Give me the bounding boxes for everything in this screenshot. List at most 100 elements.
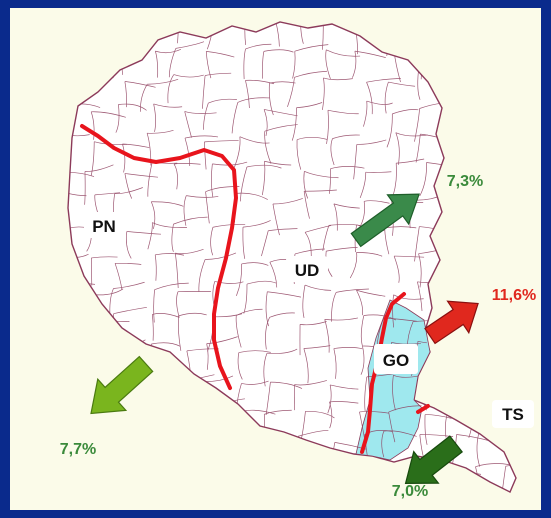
municipal-border-segment xyxy=(233,442,236,469)
municipal-border-segment xyxy=(208,98,237,104)
municipal-border-segment xyxy=(155,253,185,256)
municipal-border-segment xyxy=(68,339,95,342)
municipal-border-segment xyxy=(115,22,123,39)
municipal-border-segment xyxy=(68,46,87,53)
municipal-border-segment xyxy=(183,472,217,479)
municipal-border-segment xyxy=(95,46,126,51)
municipal-border-segment xyxy=(199,381,204,412)
municipal-border-segment xyxy=(150,438,183,443)
municipal-border-segment xyxy=(329,401,333,429)
flow-value-pn: 7,7% xyxy=(60,441,96,458)
municipal-border-segment xyxy=(268,228,298,232)
municipal-border-segment xyxy=(294,248,325,255)
municipal-border-segment xyxy=(303,502,305,510)
municipal-border-segment xyxy=(388,81,416,87)
municipal-border-segment xyxy=(173,163,178,190)
municipal-border-segment xyxy=(420,11,448,12)
municipal-border-segment xyxy=(353,144,358,180)
municipal-border-segment xyxy=(296,136,328,141)
municipal-border-segment xyxy=(206,51,235,58)
municipal-border-segment xyxy=(138,473,146,492)
municipal-border-segment xyxy=(273,13,301,18)
municipal-border-segment xyxy=(118,103,147,111)
municipal-border-segment xyxy=(212,498,246,503)
municipal-border-segment xyxy=(383,430,417,437)
municipal-border-segment xyxy=(153,103,183,108)
municipal-border-segment xyxy=(124,173,159,178)
municipal-border-segment xyxy=(177,315,182,351)
flow-value-go: 11,6% xyxy=(492,287,536,304)
municipal-border-segment xyxy=(455,196,481,202)
municipal-border-segment xyxy=(147,438,151,467)
municipal-border-segment xyxy=(414,226,420,262)
municipal-border-segment xyxy=(267,291,302,298)
municipal-border-segment xyxy=(502,22,505,41)
municipal-border-segment xyxy=(513,252,516,258)
municipal-border-segment xyxy=(61,80,62,105)
municipal-border-segment xyxy=(512,253,516,286)
municipal-border-segment xyxy=(124,81,156,88)
municipal-border-segment xyxy=(246,280,277,285)
municipal-border-segment xyxy=(301,9,329,11)
municipal-border-segment xyxy=(124,173,133,199)
municipal-border-segment xyxy=(303,191,310,219)
municipal-border-segment xyxy=(266,348,298,354)
municipal-border-segment xyxy=(474,221,502,225)
municipal-border-segment xyxy=(353,495,355,510)
municipal-border-segment xyxy=(385,22,389,56)
municipal-border-segment xyxy=(444,42,474,50)
municipal-border-segment xyxy=(245,43,272,50)
municipal-border-segment xyxy=(152,22,180,23)
municipal-border-segment xyxy=(91,111,126,118)
municipal-border-segment xyxy=(113,281,145,289)
municipal-border-segment xyxy=(512,440,516,443)
municipal-border-segment xyxy=(364,200,390,204)
municipal-border-segment xyxy=(448,406,484,412)
municipal-border-segment xyxy=(477,200,505,205)
flow-arrows xyxy=(90,193,479,485)
municipal-border-segment xyxy=(303,345,331,349)
municipal-border-segment xyxy=(329,401,359,404)
municipal-border-segment xyxy=(264,160,292,166)
municipal-border-segment xyxy=(269,261,278,288)
municipal-border-segment xyxy=(115,12,149,19)
municipal-border-segment xyxy=(264,443,292,448)
friuli-map: PN UD GO TS 7,3% 11,6% 7,7% 7,0% xyxy=(58,9,536,510)
municipal-border-segment xyxy=(233,441,261,448)
municipal-border-segment xyxy=(474,22,480,51)
municipal-border-segment xyxy=(384,81,389,114)
municipal-border-segment xyxy=(88,294,94,328)
province-code-ts: TS xyxy=(502,405,524,424)
municipal-border-segment xyxy=(174,438,179,469)
municipal-border-segment xyxy=(61,105,66,133)
municipal-border-segment xyxy=(238,350,271,353)
municipal-border-segment xyxy=(122,143,126,173)
municipal-border-segment xyxy=(205,191,210,224)
municipal-border-segment xyxy=(204,72,232,76)
municipal-border-segment xyxy=(58,257,59,288)
municipal-border-segment xyxy=(272,198,303,205)
municipal-border-segment xyxy=(263,470,295,478)
municipal-border-segment xyxy=(506,382,516,387)
municipal-border-segment xyxy=(156,404,159,432)
municipal-border-segment xyxy=(395,132,400,165)
municipal-border-segment xyxy=(140,84,148,112)
municipal-border-segment xyxy=(515,171,516,174)
municipal-border-segment xyxy=(176,437,211,440)
municipal-border-segment xyxy=(483,253,512,262)
municipal-border-segment xyxy=(268,83,274,116)
municipal-border-segment xyxy=(292,51,296,79)
municipal-border-segment xyxy=(392,375,396,411)
municipal-border-segment xyxy=(205,51,212,79)
municipal-border-segment xyxy=(150,201,156,230)
municipal-border-segment xyxy=(208,504,212,510)
municipal-border-segment xyxy=(146,501,177,508)
municipal-border-segment xyxy=(272,203,280,236)
municipal-border-segment xyxy=(303,502,333,506)
municipal-border-segment xyxy=(452,352,456,381)
municipal-border-segment xyxy=(262,51,265,79)
municipal-border-segment xyxy=(354,22,389,23)
municipal-border-segment xyxy=(174,253,179,288)
municipal-border-segment xyxy=(395,132,428,137)
municipal-border-segment xyxy=(326,110,329,145)
